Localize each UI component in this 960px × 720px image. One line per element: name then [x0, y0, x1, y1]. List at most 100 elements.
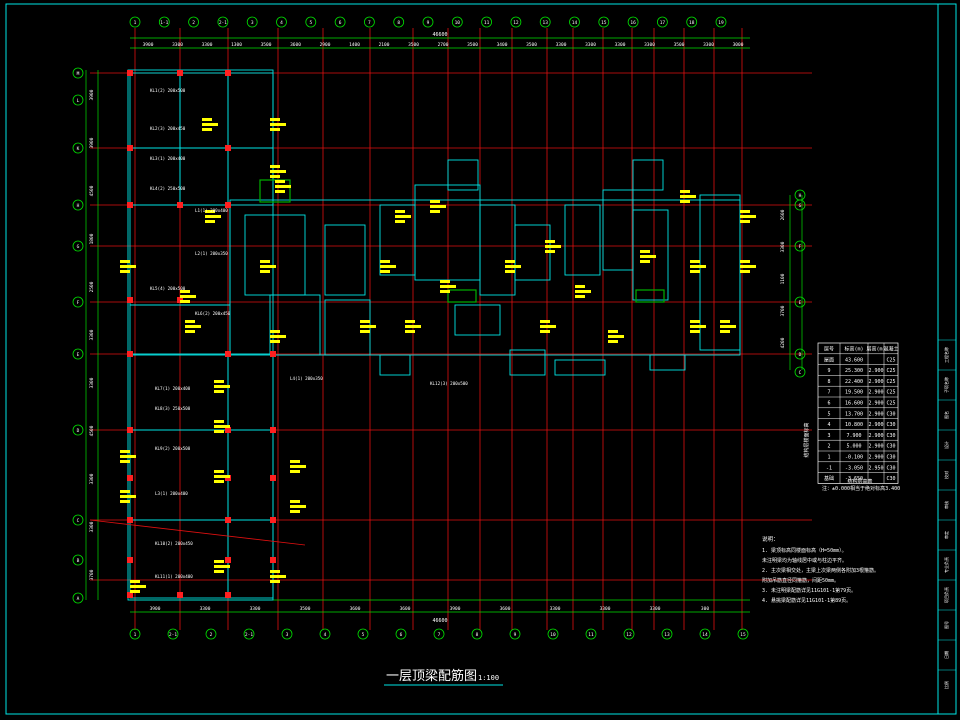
- beam-label: KL8(3) 250x500: [155, 406, 191, 411]
- axis-bubble: [72, 67, 84, 79]
- notes-line: 未注明梁均为轴线居中或与柱边平齐。: [762, 557, 847, 564]
- axis-bubble-label: H: [799, 193, 802, 199]
- table-cell: 25.300: [845, 368, 863, 374]
- beam: [632, 159, 664, 191]
- table-cell: 7: [827, 390, 830, 396]
- table-cell: -1: [826, 465, 832, 471]
- rebar-annotation: [214, 565, 230, 568]
- dim-label-top: 2100: [379, 42, 390, 48]
- rebar-annotation: [405, 325, 421, 328]
- beam-label: KL4(2) 250x500: [150, 186, 186, 191]
- rebar-annotation: [740, 260, 750, 263]
- dim-label-top: 3900: [143, 42, 154, 48]
- axis-bubble-label: 1-1: [160, 20, 168, 26]
- rebar-annotation: [214, 390, 224, 393]
- column: [225, 557, 231, 563]
- rebar-annotation: [608, 330, 618, 333]
- axis-bubble: [72, 424, 84, 436]
- rebar-annotation: [130, 580, 140, 583]
- rebar-annotation: [640, 255, 656, 258]
- axis-bubble: [188, 16, 200, 28]
- rebar-annotation: [205, 210, 215, 213]
- axis-bubble: [217, 16, 229, 28]
- rebar-annotation: [505, 260, 515, 263]
- column: [270, 351, 276, 357]
- beam: [447, 159, 479, 191]
- dim-label-bottom: 3300: [250, 606, 261, 612]
- beam-label: KL7(1) 200x400: [155, 386, 191, 391]
- beam-label: L1(1) 200x400: [195, 208, 228, 213]
- axis-bubble-label: 11: [484, 20, 490, 26]
- rebar-annotation: [214, 475, 230, 478]
- axis-bubble: [509, 628, 521, 640]
- rebar-annotation: [405, 320, 415, 323]
- column: [127, 557, 133, 563]
- axis-bubble-label: 6: [400, 632, 403, 638]
- dim-label-top: 3500: [467, 42, 478, 48]
- dim-label-top: 3300: [172, 42, 183, 48]
- axis-bubble-label: G: [799, 203, 802, 209]
- rebar-annotation: [608, 340, 618, 343]
- table-cell: 2.900: [868, 401, 883, 407]
- axis-bubble-label: 9: [427, 20, 430, 26]
- rebar-annotation: [575, 295, 585, 298]
- title-block-label: 设计: [943, 441, 949, 449]
- table-cell: 43.600: [845, 357, 863, 363]
- axis-bubble: [451, 16, 463, 28]
- rebar-annotation: [690, 260, 700, 263]
- rebar-annotation: [545, 240, 555, 243]
- axis-bubble: [357, 628, 369, 640]
- axis-bubble: [72, 94, 84, 106]
- table-caption: 结构层高表: [847, 478, 872, 485]
- rebar-annotation: [540, 320, 550, 323]
- title-block-label: 图号: [943, 621, 949, 629]
- rebar-annotation: [380, 265, 396, 268]
- rebar-annotation: [740, 265, 756, 268]
- beam: [379, 354, 411, 376]
- dim-label-right: 2600: [780, 209, 786, 220]
- column: [127, 427, 133, 433]
- column: [127, 351, 133, 357]
- beam: [602, 189, 634, 271]
- rebar-annotation: [120, 500, 130, 503]
- axis-bubble-label: L: [77, 98, 80, 104]
- dim-label-top: 2900: [320, 42, 331, 48]
- rebar-annotation: [405, 330, 415, 333]
- column: [225, 70, 231, 76]
- dim-label-top: 1300: [231, 42, 242, 48]
- rebar-annotation: [130, 590, 140, 593]
- axis-bubble-label: A: [77, 596, 80, 602]
- beam: [632, 209, 669, 301]
- dim-label-right: 4200: [780, 337, 786, 348]
- rebar-annotation: [740, 210, 750, 213]
- axis-bubble: [686, 16, 698, 28]
- rebar-annotation: [540, 325, 556, 328]
- table-cell: 2.900: [868, 390, 883, 396]
- table-frame: [817, 342, 899, 484]
- axis-bubble: [585, 628, 597, 640]
- rebar-annotation: [690, 270, 700, 273]
- axis-bubble: [471, 628, 483, 640]
- table-cell: C25: [886, 368, 895, 374]
- axis-bubble: [433, 628, 445, 640]
- dim-overall-top: 46600: [432, 32, 447, 38]
- beam-label: KL2(3) 200x450: [150, 126, 186, 131]
- beam: [129, 72, 181, 149]
- beam-label: KL6(2) 200x450: [195, 311, 231, 316]
- dim-label-top: 3500: [674, 42, 685, 48]
- axis-bubble-label: 12: [626, 632, 632, 638]
- table-cell: 基础: [824, 475, 834, 482]
- beam-layout: [89, 69, 741, 601]
- axis-bubble: [72, 142, 84, 154]
- axis-bubble: [794, 199, 806, 211]
- rebar-annotation: [270, 335, 286, 338]
- table-cell: 8: [827, 379, 830, 385]
- axis-bubble-label: 8: [397, 20, 400, 26]
- dim-label-right: 1100: [780, 273, 786, 284]
- dim-label-top: 3500: [408, 42, 419, 48]
- beam: [227, 429, 274, 521]
- axis-bubble-label: 10: [550, 632, 556, 638]
- table-cell: 标高(m): [844, 346, 863, 353]
- dim-label-bottom: 3300: [200, 606, 211, 612]
